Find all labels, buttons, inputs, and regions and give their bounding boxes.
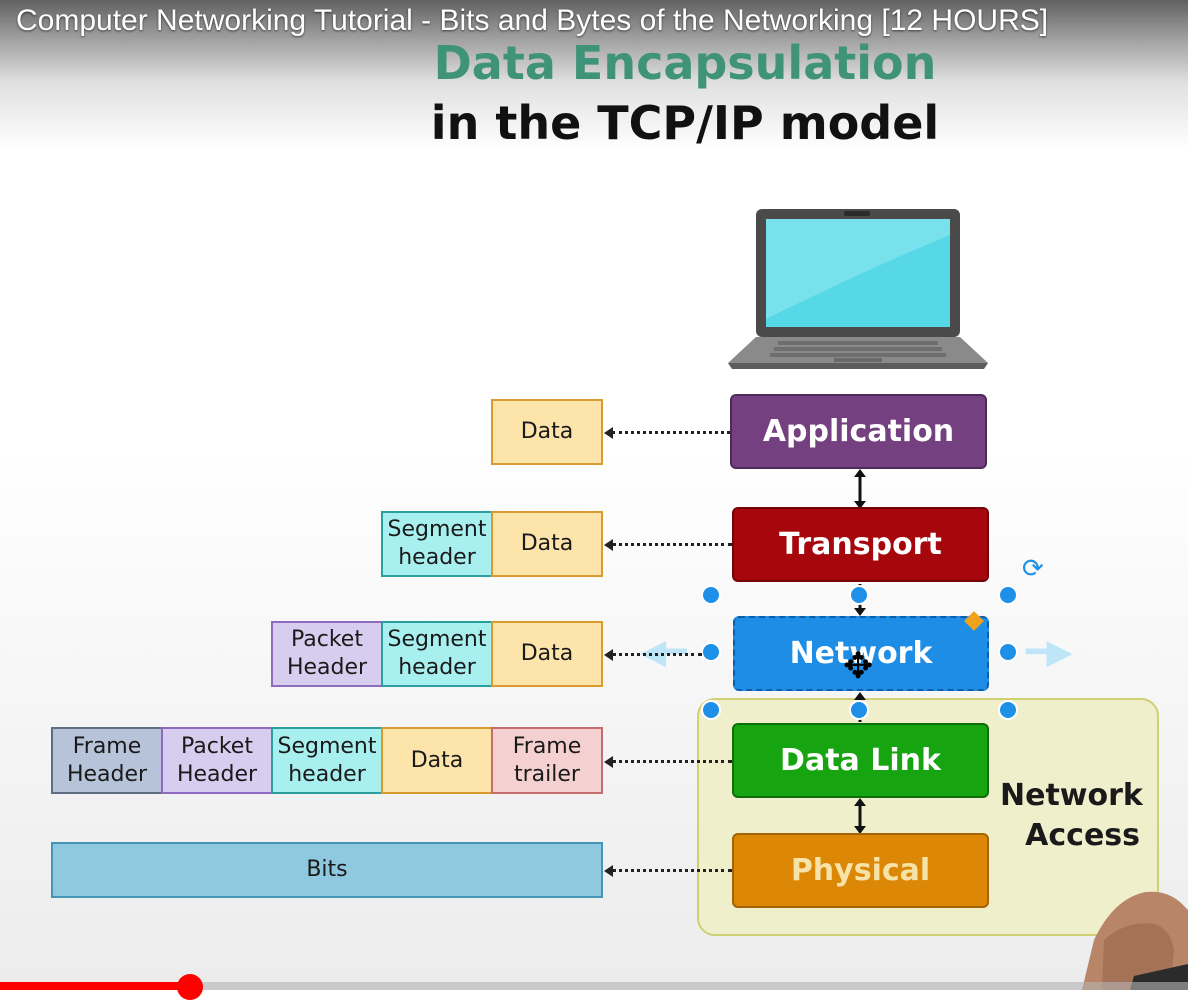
network-segment-header-block: Segment header bbox=[381, 621, 493, 687]
video-title-overlay bbox=[0, 0, 1188, 150]
datalink-physical-arrow bbox=[854, 798, 866, 834]
resize-handle-right[interactable] bbox=[998, 642, 1018, 662]
datalink-packet-header-block: Packet Header bbox=[161, 727, 273, 794]
resize-handle-left[interactable] bbox=[701, 642, 721, 662]
layer-data-link: Data Link bbox=[732, 723, 989, 798]
transport-dotted-arrow bbox=[612, 543, 732, 546]
resize-handle-top-left[interactable] bbox=[701, 585, 721, 605]
network-packet-header-block: Packet Header bbox=[271, 621, 383, 687]
network-arrowhead bbox=[604, 649, 613, 661]
ghost-right-arrow-icon: ━▶ bbox=[1026, 633, 1073, 671]
physical-arrowhead bbox=[604, 865, 613, 877]
laptop-icon bbox=[728, 209, 988, 369]
transport-arrowhead bbox=[604, 539, 613, 551]
rotate-handle-icon[interactable]: ⟳ bbox=[1022, 553, 1044, 583]
layer-physical: Physical bbox=[732, 833, 989, 908]
slide-subtitle: in the TCP/IP model bbox=[430, 96, 940, 150]
presenter-hand bbox=[1082, 891, 1188, 990]
app-dotted-arrow bbox=[612, 431, 730, 434]
app-arrowhead bbox=[604, 427, 613, 439]
ghost-left-arrow-icon: ◀━ bbox=[640, 633, 687, 671]
video-scrubber-handle[interactable] bbox=[177, 974, 203, 1000]
app-transport-arrow bbox=[854, 469, 866, 509]
physical-dotted-arrow bbox=[612, 869, 732, 872]
resize-handle-top[interactable] bbox=[849, 585, 869, 605]
network-access-label: Network Access bbox=[1000, 778, 1143, 853]
network-data-block: Data bbox=[491, 621, 603, 687]
app-data-block: Data bbox=[491, 399, 603, 465]
resize-handle-bottom[interactable] bbox=[849, 700, 869, 720]
datalink-dotted-arrow bbox=[612, 760, 732, 763]
resize-handle-bottom-left[interactable] bbox=[701, 700, 721, 720]
video-progress-track[interactable] bbox=[0, 982, 1188, 990]
datalink-arrowhead bbox=[604, 756, 613, 768]
layer-application: Application bbox=[730, 394, 987, 469]
transport-segment-header-block: Segment header bbox=[381, 511, 493, 577]
video-title[interactable]: Computer Networking Tutorial - Bits and … bbox=[16, 4, 1049, 37]
layer-transport: Transport bbox=[732, 507, 989, 582]
datalink-frame-header-block: Frame Header bbox=[51, 727, 163, 794]
layer-network-selected[interactable]: Network bbox=[733, 616, 989, 691]
datalink-frame-trailer-block: Frame trailer bbox=[491, 727, 603, 794]
transport-data-block: Data bbox=[491, 511, 603, 577]
resize-handle-bottom-right[interactable] bbox=[998, 700, 1018, 720]
network-dotted-arrow bbox=[612, 653, 702, 656]
datalink-data-block: Data bbox=[381, 727, 493, 794]
datalink-segment-header-block: Segment header bbox=[271, 727, 383, 794]
physical-bits-block: Bits bbox=[51, 842, 603, 898]
resize-handle-top-right[interactable] bbox=[998, 585, 1018, 605]
move-cursor-icon: ✥ bbox=[843, 645, 874, 686]
slide-title: Data Encapsulation bbox=[433, 36, 937, 90]
video-progress-played bbox=[0, 982, 190, 990]
